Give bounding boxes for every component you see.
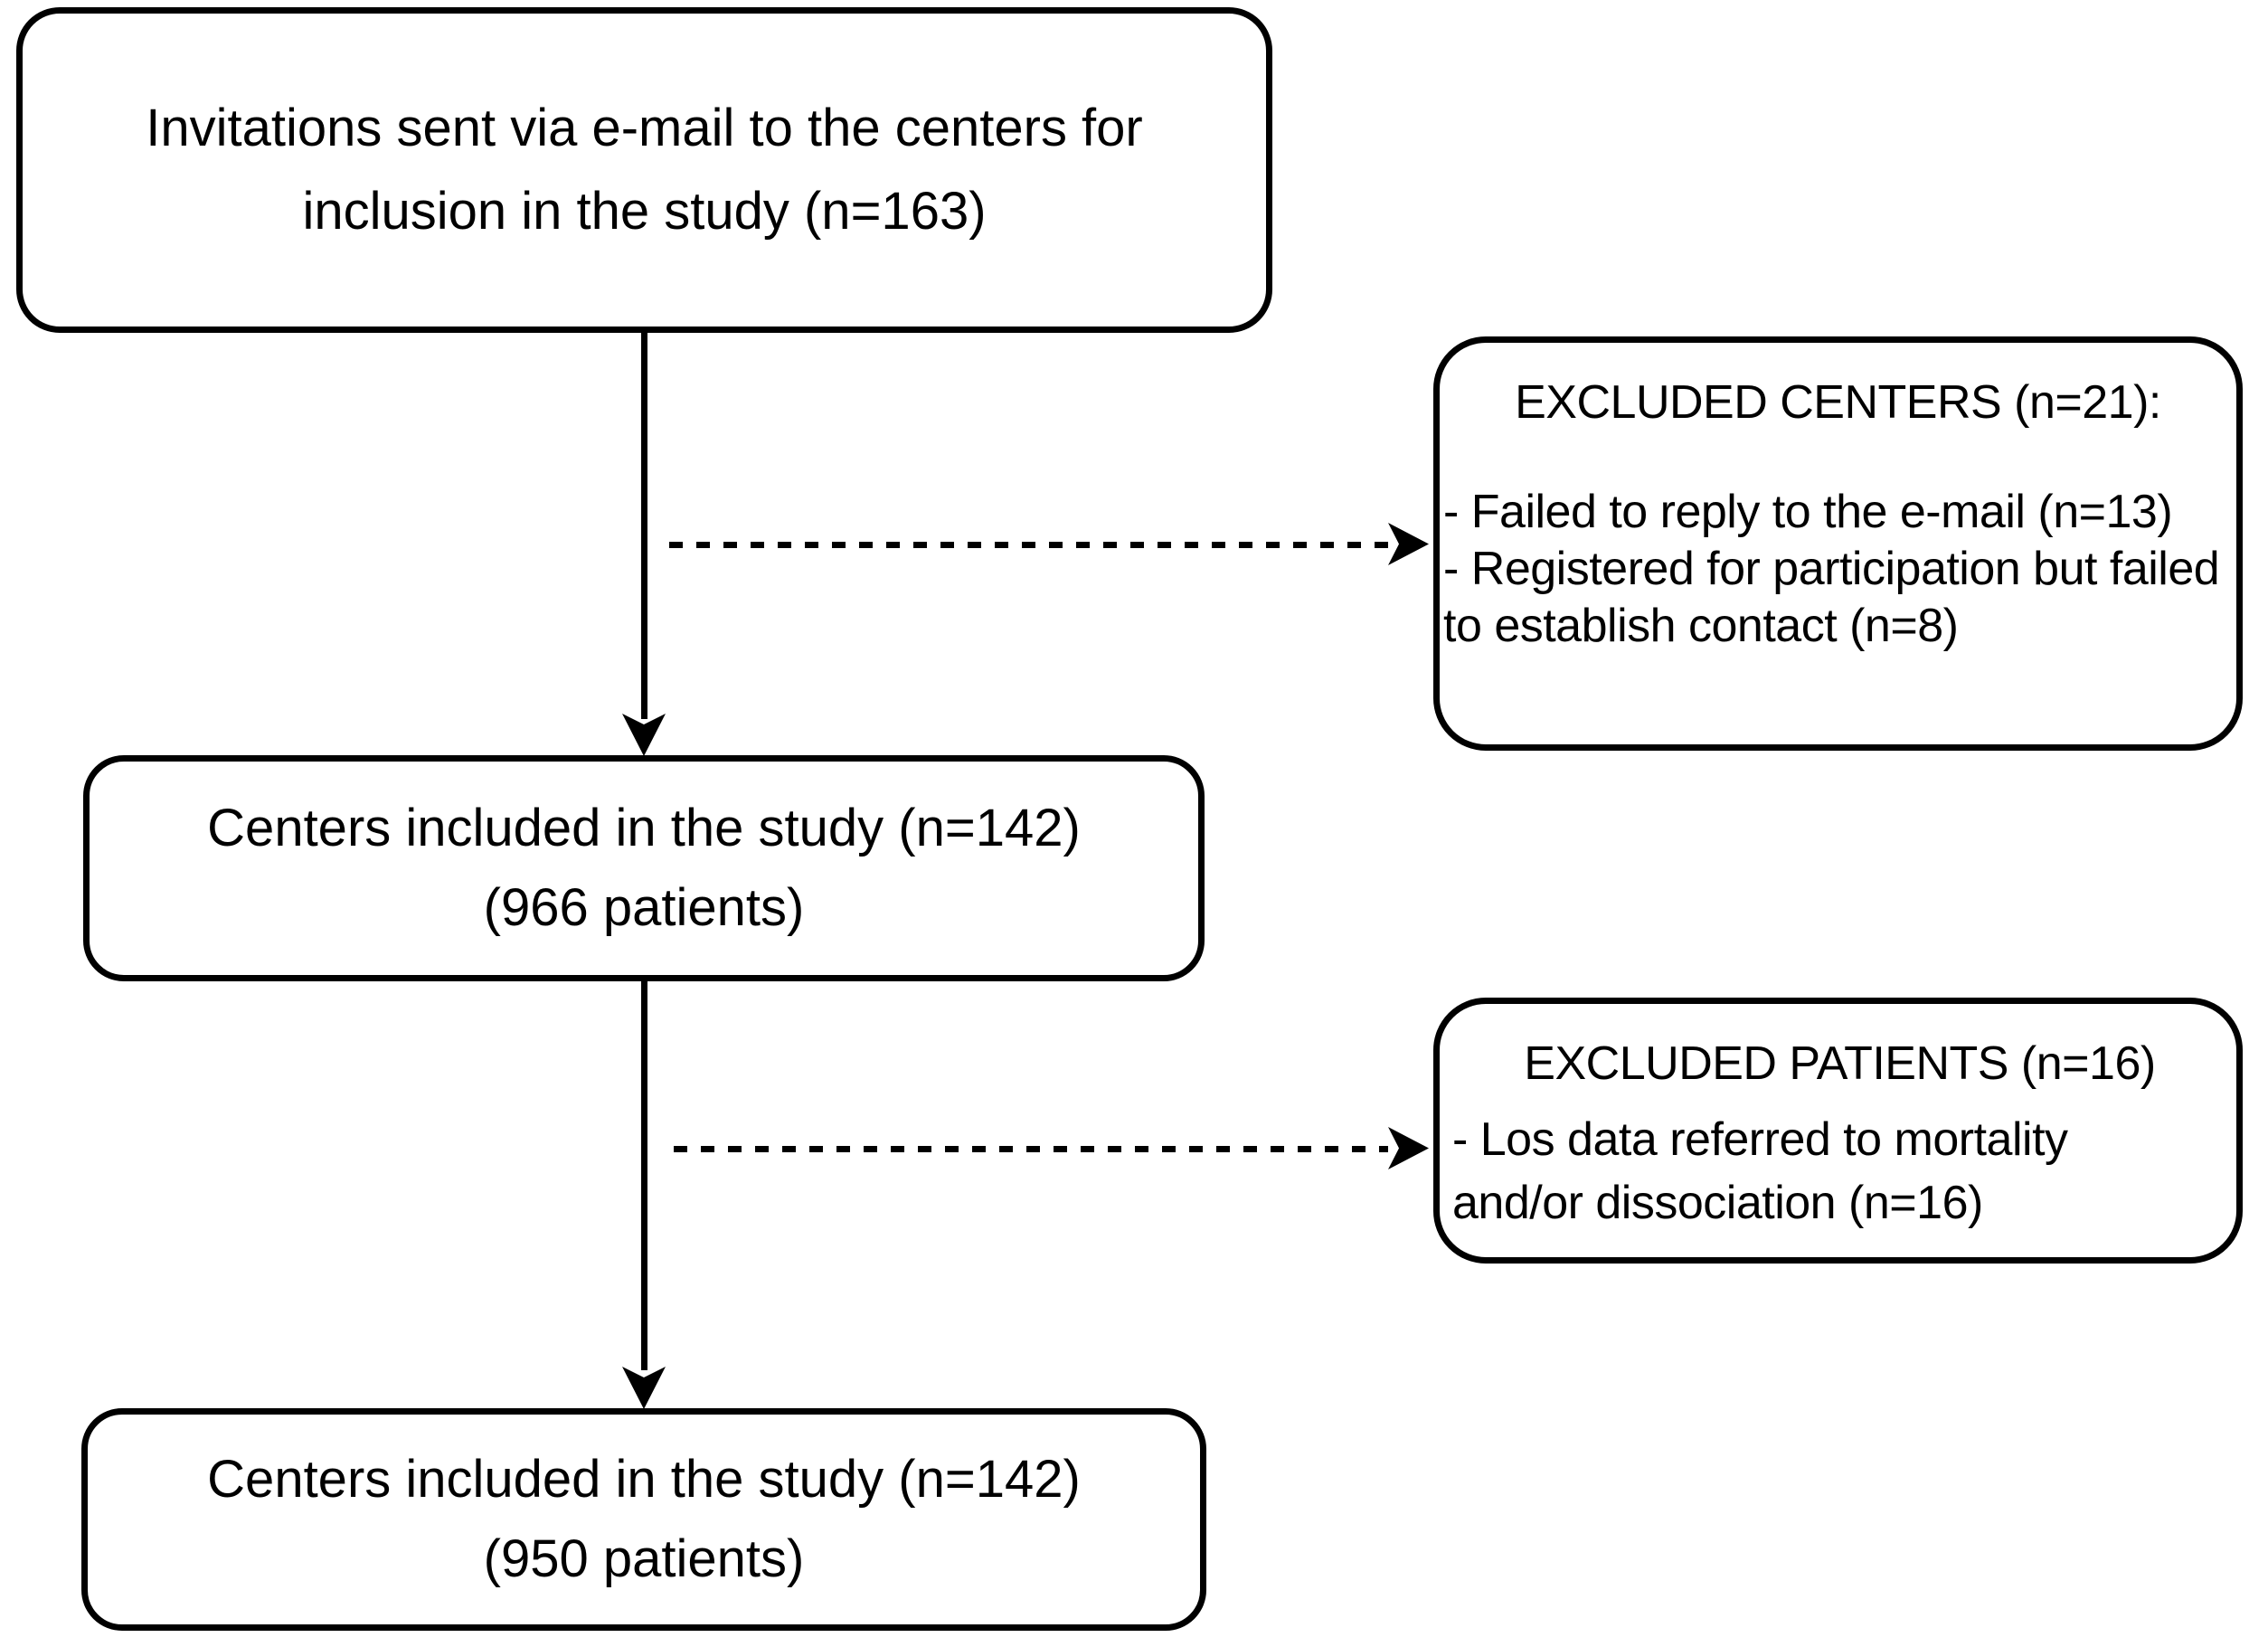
box-invitations-line2: inclusion in the study (n=163): [302, 182, 987, 241]
box-included-966-line1: Centers included in the study (n=142): [207, 799, 1081, 857]
excluded-patients-line2: and/or dissociation (n=16): [1452, 1177, 1983, 1229]
dashed-arrow-excluded-patients-line: [674, 1146, 1388, 1152]
dashed-arrow-excluded-centers-line: [669, 542, 1388, 548]
box-centers-included-950: Centers included in the study (n=142) (9…: [81, 1408, 1206, 1631]
excluded-patients-title: EXCLUDED PATIENTS (n=16): [1524, 1037, 2156, 1090]
box-excluded-patients: EXCLUDED PATIENTS (n=16) - Los data refe…: [1433, 998, 2243, 1264]
box-included-950-line1: Centers included in the study (n=142): [207, 1450, 1081, 1509]
arrow-included-to-final-line: [641, 981, 647, 1370]
box-invitations-line1: Invitations sent via e-mail to the cente…: [146, 99, 1143, 157]
box-centers-included-966: Centers included in the study (n=142) (9…: [83, 755, 1205, 981]
excluded-centers-title: EXCLUDED CENTERS (n=21):: [1515, 376, 2161, 429]
excluded-patients-line1: - Los data referred to mortality: [1452, 1113, 2068, 1166]
box-invitations-sent: Invitations sent via e-mail to the cente…: [16, 7, 1272, 333]
box-included-966-line2: (966 patients): [483, 878, 805, 937]
box-excluded-centers: EXCLUDED CENTERS (n=21): - Failed to rep…: [1433, 336, 2243, 751]
arrowhead-right-icon: [1388, 1127, 1429, 1169]
arrow-invitations-to-included-line: [641, 333, 647, 719]
excluded-centers-line1: - Failed to reply to the e-mail (n=13): [1443, 486, 2173, 538]
box-included-950-line2: (950 patients): [483, 1529, 805, 1588]
spacer: [1443, 431, 2233, 484]
excluded-centers-line2: - Registered for participation but faile…: [1443, 543, 2220, 595]
arrowhead-down-icon: [622, 714, 666, 756]
arrowhead-right-icon: [1388, 523, 1429, 565]
excluded-centers-line3: to establish contact (n=8): [1443, 600, 1959, 652]
arrowhead-down-icon: [622, 1367, 666, 1409]
